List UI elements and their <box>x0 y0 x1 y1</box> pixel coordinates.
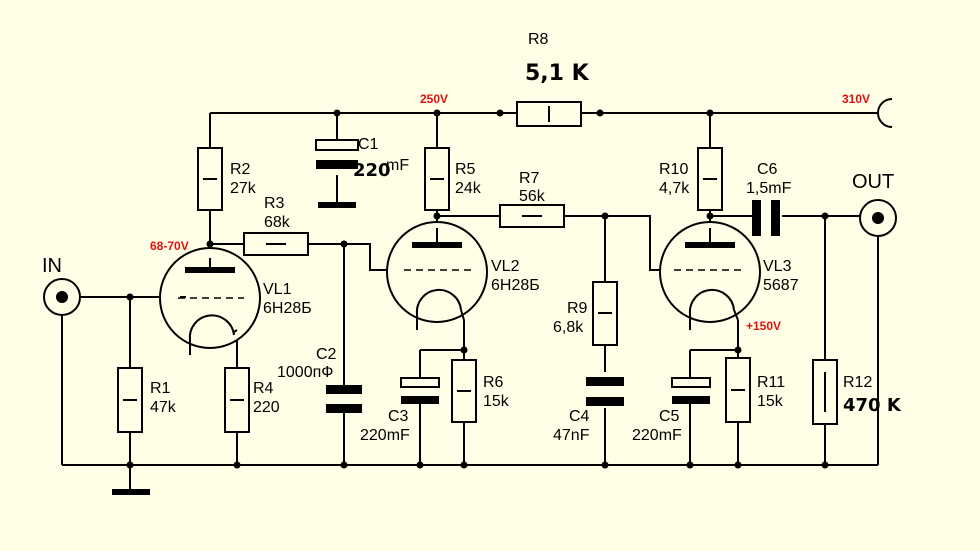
resistor-r5 <box>424 147 450 211</box>
r6-value: 15k <box>483 393 510 410</box>
voltage-310: 310V <box>842 92 870 106</box>
capacitor-c5 <box>671 377 711 404</box>
r8-value: 5,1 K <box>525 61 590 86</box>
c1-value-hand: 220 <box>353 160 391 181</box>
resistor-r4 <box>224 367 250 433</box>
resistor-r12 <box>812 359 838 425</box>
c6-value: 1,5mF <box>746 180 792 197</box>
out-label: OUT <box>852 171 894 193</box>
resistor-r6 <box>451 359 477 423</box>
voltage-68-70: 68-70V <box>150 239 189 253</box>
in-label: IN <box>42 255 62 277</box>
c2-name: C2 <box>316 346 337 363</box>
resistor-r7 <box>499 204 565 228</box>
r12-value: 470 K <box>843 395 902 416</box>
capacitor-c2 <box>326 385 362 413</box>
vl3-name: VL3 <box>763 258 792 275</box>
resistor-r8 <box>500 101 600 127</box>
c2-value: 1000пФ <box>277 364 333 381</box>
r8-name: R8 <box>528 31 549 48</box>
r4-name: R4 <box>253 380 274 397</box>
r6-name: R6 <box>483 374 504 391</box>
capacitor-c6 <box>752 200 780 236</box>
r1-name: R1 <box>150 380 171 397</box>
voltage-150: +150V <box>746 319 781 333</box>
r3-value: 68k <box>264 214 291 231</box>
r4-value: 220 <box>253 399 280 416</box>
input-jack <box>43 278 81 316</box>
resistor-r9 <box>592 281 618 346</box>
r5-name: R5 <box>455 161 476 178</box>
r10-value: 4,7k <box>659 180 690 197</box>
c4-value: 47nF <box>553 427 590 444</box>
c5-name: C5 <box>659 408 680 425</box>
capacitor-c4 <box>586 377 624 406</box>
tube-vl1 <box>159 247 261 355</box>
r10-name: R10 <box>659 161 688 178</box>
r7-name: R7 <box>519 170 540 187</box>
c1-name: C1 <box>358 136 379 153</box>
r3-name: R3 <box>264 195 285 212</box>
r2-value: 27k <box>230 180 257 197</box>
resistor-r3 <box>243 232 309 256</box>
vl2-name: VL2 <box>491 258 520 275</box>
output-jack <box>859 199 897 237</box>
ground-symbol <box>112 489 150 495</box>
c4-name: C4 <box>569 408 590 425</box>
vl1-type: 6H28Б <box>263 300 312 317</box>
vl1-name: VL1 <box>263 281 292 298</box>
r5-value: 24k <box>455 180 482 197</box>
supply-terminal <box>877 98 893 128</box>
c3-value: 220mF <box>360 427 410 444</box>
resistor-r1 <box>117 367 143 433</box>
resistor-r2 <box>197 147 223 211</box>
c6-name: C6 <box>757 161 778 178</box>
vl3-type: 5687 <box>763 277 799 294</box>
capacitor-c3 <box>400 377 440 404</box>
tube-vl2 <box>386 221 488 330</box>
capacitor-c1 <box>315 139 359 208</box>
r7-value: 56k <box>519 188 546 205</box>
r12-name: R12 <box>843 374 872 391</box>
tube-vl3 <box>659 221 761 330</box>
r9-value: 6,8k <box>553 319 584 336</box>
r2-name: R2 <box>230 161 251 178</box>
resistor-r11 <box>725 357 751 423</box>
c1-value-unit: mF <box>386 157 409 174</box>
voltage-250: 250V <box>420 92 448 106</box>
c3-name: C3 <box>388 408 409 425</box>
resistor-r10 <box>697 147 723 211</box>
vl2-type: 6H28Б <box>491 277 540 294</box>
r11-value: 15k <box>757 393 784 410</box>
r9-name: R9 <box>567 300 588 317</box>
c5-value: 220mF <box>632 427 682 444</box>
r1-value: 47k <box>150 399 177 416</box>
wires <box>61 112 879 490</box>
r11-name: R11 <box>757 374 785 391</box>
